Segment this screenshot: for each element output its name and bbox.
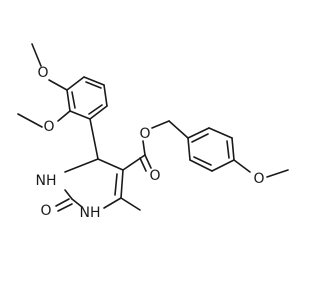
bond-aryl-c4: [89, 118, 99, 160]
bond-c5-ester-c: [122, 154, 146, 171]
bond-ring2-a: [187, 127, 210, 139]
atom-nh-lower: NH: [80, 205, 101, 221]
bond-c2-o: [55, 198, 70, 207]
bond-ring2-d: [211, 159, 235, 172]
bond-ring2-b: [208, 127, 233, 139]
bond-ring1-e: [69, 110, 91, 120]
bond-n1-c2: [71, 198, 83, 208]
bond-methyl-o-top: [31, 43, 42, 67]
bond-ring2-c2: [226, 140, 230, 159]
bond-ring2-o: [233, 159, 251, 173]
bond-o-mid-methyl: [17, 113, 43, 128]
atom-nh-upper: NH: [36, 173, 57, 189]
bond-c2-o-double: [57, 203, 73, 212]
atom-o-methoxy-mid: O: [43, 119, 54, 135]
bond-layer: [17, 43, 289, 212]
structure-diagram: O O NH O NH O O O: [17, 43, 289, 221]
atom-o-methoxy-top: O: [37, 65, 48, 81]
bond-c2-n3: [64, 189, 73, 200]
atom-o-ester-carbonyl: O: [149, 168, 160, 184]
bond-ring1-d2: [88, 104, 103, 115]
atom-o-ester: O: [139, 126, 150, 142]
bond-o-right-methyl: [266, 169, 289, 178]
bond-ring2-e: [189, 159, 213, 172]
bond-ring2-e2: [193, 156, 212, 166]
bond-ring1-b2: [85, 81, 102, 89]
atom-label-layer: O O NH O NH O O O: [36, 65, 265, 221]
bond-ring1-a: [66, 76, 85, 91]
bond-ring1-d: [89, 105, 108, 120]
bond-ch2-ring: [168, 120, 189, 139]
bond-ester-c-o-double: [144, 154, 152, 169]
bond-o-top-ring: [48, 79, 68, 91]
bond-c6-methyl: [120, 197, 141, 211]
atom-o-carbonyl: O: [40, 203, 51, 219]
bond-ring2-a2: [191, 133, 209, 143]
bond-c6-n1: [103, 197, 122, 209]
bond-ring2-c: [231, 137, 235, 161]
bond-ester-o-ch2: [151, 120, 170, 129]
bond-ring2-f: [187, 137, 191, 161]
bond-c5-c6: [120, 169, 124, 199]
bond-ring-o-mid: [57, 110, 71, 122]
bond-ring1-f2: [71, 91, 76, 109]
bond-ester-c-o: [142, 140, 146, 156]
bond-ring1-f: [66, 89, 71, 112]
bond-ring1-b: [83, 76, 105, 86]
bond-c5-c6-double: [114, 173, 118, 196]
atom-o-methoxy-right: O: [253, 171, 264, 187]
bond-c4-c5: [97, 158, 124, 171]
bond-ester-c-o-double-2: [139, 157, 147, 172]
bond-ring1-c: [103, 84, 108, 107]
bond-n3-c4: [64, 158, 99, 173]
